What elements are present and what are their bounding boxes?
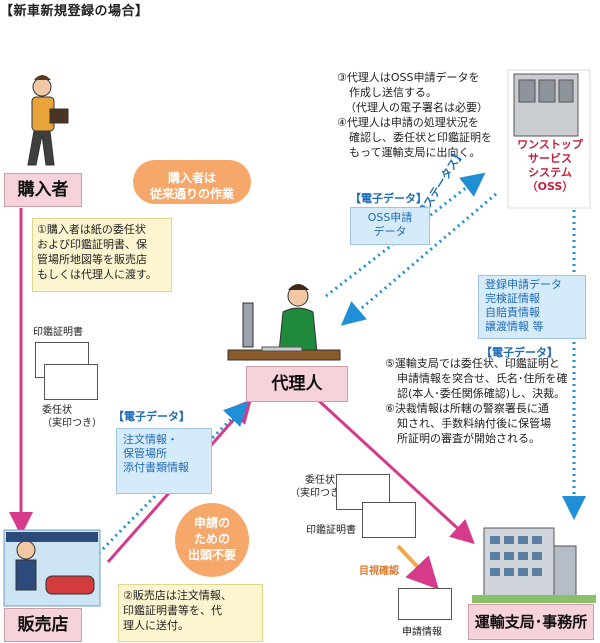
seal-cert-label: 印鑑証明書 [33,326,83,339]
app-info-doc [398,588,452,620]
electronic-data-tag: 【電子データ】 [481,344,558,360]
order-info-box: 注文情報・保管場所添付書類情報 [116,428,212,494]
seal-cert2-label: 印鑑証明書 [306,524,356,537]
buyer-illustration [28,75,68,165]
step1-note: ①購入者は紙の委任状および印鑑証明書、保 管場所地図等を販売店もしくは代理人に渡… [32,218,172,292]
oss-data-box: OSS申請データ [350,207,430,245]
dealer-illustration [4,530,100,606]
no-visit-bubble: 申請のための出頭不要 [175,503,249,577]
oss-label: ワンストップサービス システム（OSS） [508,138,592,194]
step2-note: ②販売店は注文情報、印鑑証明書等を、代理人に送付。 [118,584,263,642]
seal-cert2-doc [362,502,416,538]
proxy-label: 委任状（実印つき） [42,404,102,430]
step5-6-text: ⑤運輸支局では委任状、印鑑証明と 申請情報を突合せ、氏名･住所を確 認(本人･委… [385,356,595,446]
visual-check-arrow [398,546,428,578]
agent-label: 代理人 [246,366,348,402]
electronic-data-tag: 【電子データ】 [350,190,427,206]
dealer-label: 販売店 [4,608,82,642]
office-building-illustration [472,528,596,603]
office-label: 運輸支局･事務所 [468,604,594,640]
app-info-label: 申請情報 [402,626,442,639]
proxy-doc [44,364,98,400]
registration-data-box: 登録申請データ完検証情報 自賠責情報譲渡情報 等 [478,275,586,339]
step3-4-text: ③代理人はOSS申請データを 作成し送信する。 （代理人の電子署名は必要） ④代… [337,70,497,160]
agent-illustration [228,284,340,360]
buyer-label: 購入者 [4,173,82,207]
electronic-data-tag: 【電子データ】 [113,408,190,424]
buyer-note-bubble: 購入者は従来通りの作業 [133,160,251,204]
visual-check-label: 目視確認 [359,562,399,577]
